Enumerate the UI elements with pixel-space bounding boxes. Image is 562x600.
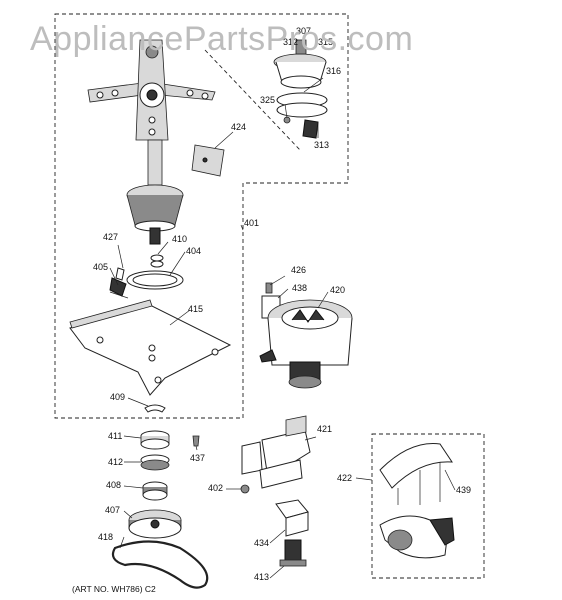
callout-413: 413 <box>254 572 269 582</box>
callout-404: 404 <box>186 246 201 256</box>
callout-437: 437 <box>190 453 205 463</box>
callout-427: 427 <box>103 232 118 242</box>
callout-312: 312 <box>283 37 298 47</box>
callout-410: 410 <box>172 234 187 244</box>
callout-407: 407 <box>105 505 120 515</box>
pump-422 <box>379 443 455 559</box>
callout-313: 313 <box>314 140 329 150</box>
nut-402 <box>240 484 250 494</box>
assembly-box-422 <box>371 433 485 579</box>
spring-clip-parts <box>109 254 184 299</box>
assembly-boundary <box>54 13 349 419</box>
callout-438: 438 <box>292 283 307 293</box>
callout-420: 420 <box>330 285 345 295</box>
callout-411: 411 <box>108 431 122 441</box>
art-number: (ART NO. WH786) C2 <box>72 584 156 594</box>
callout-422: 422 <box>337 473 352 483</box>
callout-421: 421 <box>317 424 332 434</box>
drive-belt-418 <box>111 540 209 589</box>
housing-421 <box>241 415 311 489</box>
callout-434: 434 <box>254 538 269 548</box>
sub-assembly-line <box>204 49 301 151</box>
callout-402: 402 <box>208 483 223 493</box>
drive-housing <box>126 139 184 245</box>
clip-409 <box>144 404 166 413</box>
callout-439: 439 <box>456 485 471 495</box>
spider-arm <box>87 39 216 141</box>
callout-408: 408 <box>106 480 121 490</box>
callout-412: 412 <box>108 457 123 467</box>
callout-424: 424 <box>231 122 246 132</box>
callout-409: 409 <box>110 392 125 402</box>
base-plate-415 <box>69 299 232 396</box>
motor-420 <box>259 282 353 389</box>
impeller-assembly <box>273 39 328 139</box>
screw-437 <box>192 435 200 447</box>
watermark-text: AppliancePartsPros.com <box>30 20 413 58</box>
callout-405: 405 <box>93 262 108 272</box>
callout-315: 315 <box>318 37 333 47</box>
pulley-stack <box>128 430 182 539</box>
callout-307: 307 <box>296 26 311 36</box>
bracket-424 <box>191 144 225 177</box>
callout-316: 316 <box>326 66 341 76</box>
callout-426: 426 <box>291 265 306 275</box>
callout-418: 418 <box>98 532 113 542</box>
solenoid-413 <box>275 499 309 567</box>
callout-325: 325 <box>260 95 275 105</box>
leader-lines <box>109 77 456 579</box>
callout-415: 415 <box>188 304 203 314</box>
callout-401: 401 <box>244 218 259 228</box>
